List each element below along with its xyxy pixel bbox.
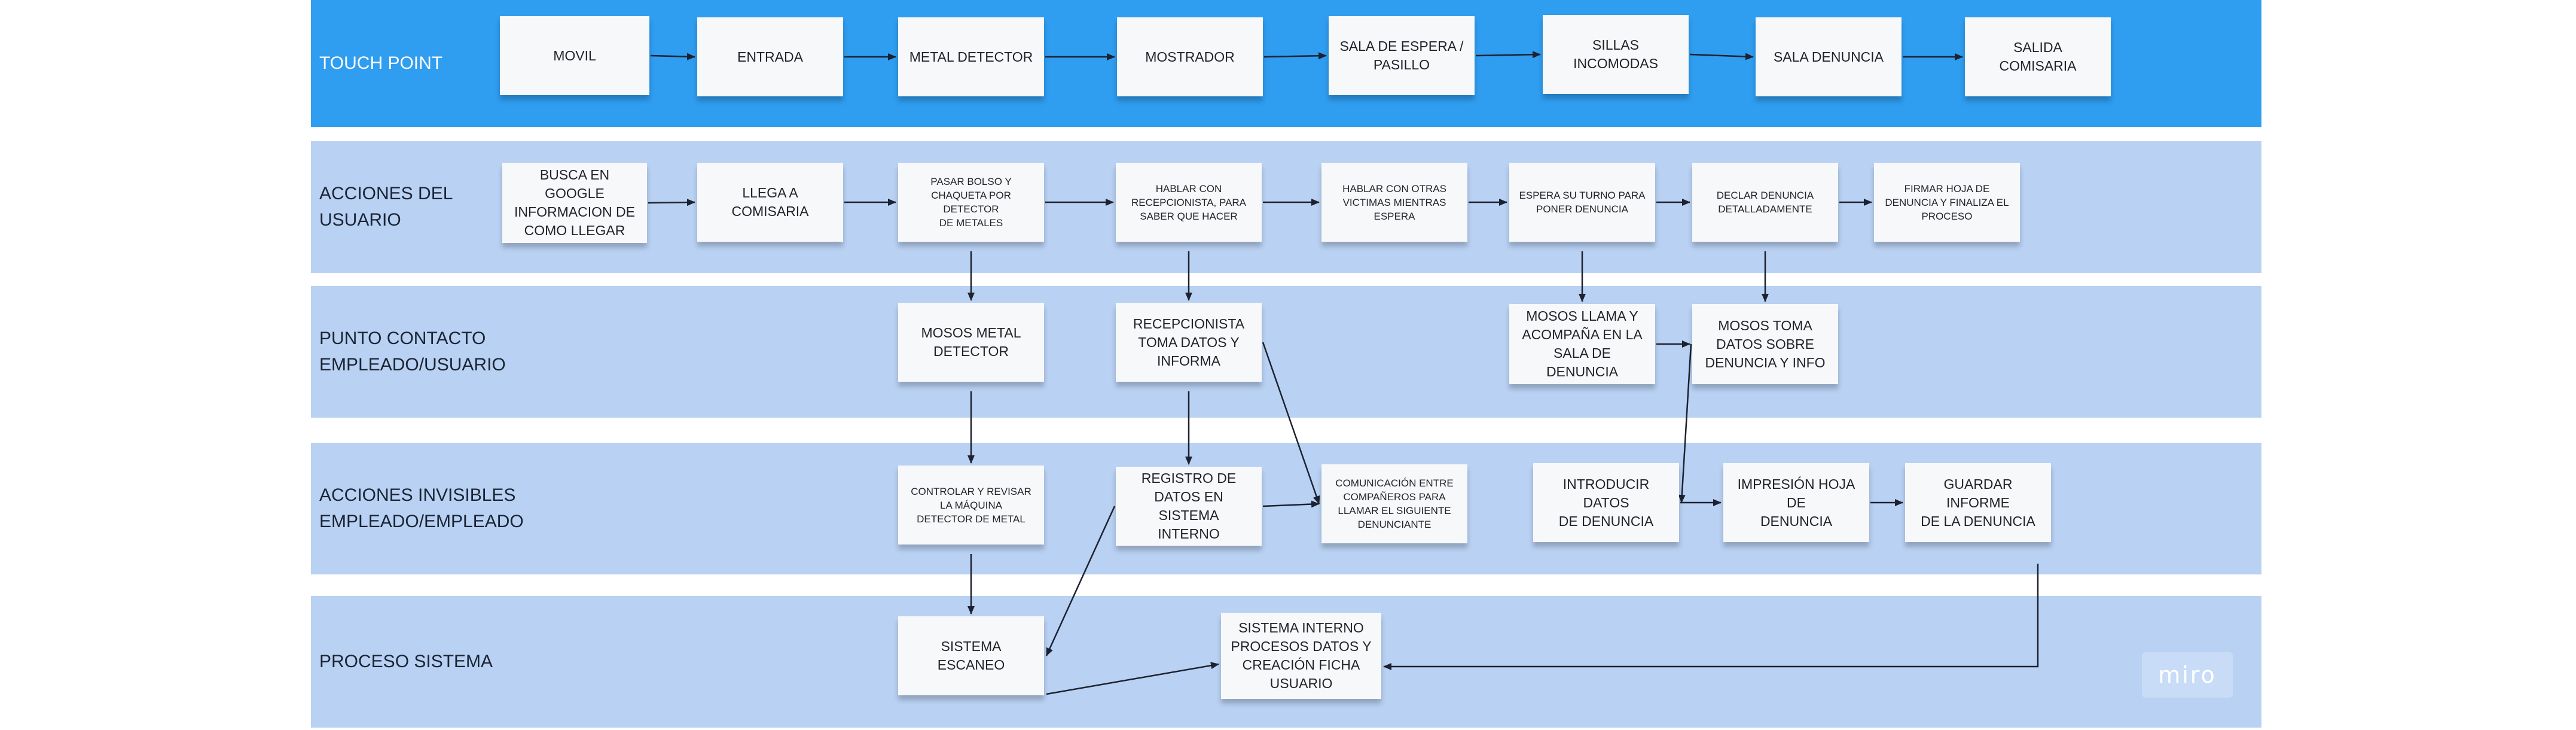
note-sistema-escaneo[interactable]: SISTEMA ESCANEO: [898, 616, 1044, 695]
note-mosos-metal-detector[interactable]: MOSOS METAL DETECTOR: [898, 303, 1044, 382]
note-busca-google[interactable]: BUSCA EN GOOGLE INFORMACION DE COMO LLEG…: [502, 163, 647, 243]
note-mosos-toma-datos[interactable]: MOSOS TOMA DATOS SOBRE DENUNCIA Y INFO: [1692, 304, 1838, 384]
note-hablar-recepcionista[interactable]: HABLAR CON RECEPCIONISTA, PARA SABER QUE…: [1116, 163, 1262, 242]
note-sala-denuncia[interactable]: SALA DENUNCIA: [1756, 17, 1902, 96]
lane-title: PROCESO SISTEMA: [319, 652, 493, 671]
note-sillas-incomodas[interactable]: SILLAS INCOMODAS: [1543, 15, 1689, 94]
note-declarar-denuncia[interactable]: DECLAR DENUNCIA DETALLADAMENTE: [1692, 163, 1838, 242]
note-salida-comisaria[interactable]: SALIDA COMISARIA: [1965, 17, 2111, 96]
lane-title: PUNTO CONTACTO EMPLEADO/USUARIO: [319, 328, 506, 375]
note-impresion-hoja[interactable]: IMPRESIÓN HOJA DE DENUNCIA: [1723, 463, 1869, 542]
lane-title: TOUCH POINT: [319, 53, 443, 73]
note-introducir-datos[interactable]: INTRODUCIR DATOS DE DENUNCIA: [1533, 463, 1679, 542]
note-guardar-informe[interactable]: GUARDAR INFORME DE LA DENUNCIA: [1905, 463, 2051, 542]
note-mosos-llama[interactable]: MOSOS LLAMA Y ACOMPAÑA EN LA SALA DE DEN…: [1509, 304, 1655, 384]
note-espera-turno[interactable]: ESPERA SU TURNO PARA PONER DENUNCIA: [1509, 163, 1655, 242]
note-comunicacion-companeros[interactable]: COMUNICACIÓN ENTRE COMPAÑEROS PARA LLAMA…: [1321, 464, 1467, 543]
note-sistema-interno[interactable]: SISTEMA INTERNO PROCESOS DATOS Y CREACIÓ…: [1221, 613, 1381, 699]
note-entrada[interactable]: ENTRADA: [697, 17, 843, 96]
lane-punto-contacto: PUNTO CONTACTO EMPLEADO/USUARIO: [311, 286, 2261, 418]
note-mostrador[interactable]: MOSTRADOR: [1117, 17, 1263, 96]
note-metal-detector[interactable]: METAL DETECTOR: [898, 17, 1044, 96]
note-llega-comisaria[interactable]: LLEGA A COMISARIA: [697, 163, 843, 242]
note-recepcionista-toma-datos[interactable]: RECEPCIONISTA TOMA DATOS Y INFORMA: [1116, 303, 1262, 382]
miro-watermark: miro: [2142, 652, 2233, 698]
lane-title: ACCIONES INVISIBLES EMPLEADO/EMPLEADO: [319, 485, 524, 531]
note-firmar-hoja[interactable]: FIRMAR HOJA DE DENUNCIA Y FINALIZA EL PR…: [1874, 163, 2020, 242]
note-sala-espera[interactable]: SALA DE ESPERA / PASILLO: [1329, 16, 1475, 95]
note-hablar-victimas[interactable]: HABLAR CON OTRAS VICTIMAS MIENTRAS ESPER…: [1321, 163, 1467, 242]
note-movil[interactable]: MOVIL: [500, 16, 649, 95]
note-pasar-bolso[interactable]: PASAR BOLSO Y CHAQUETA POR DETECTOR DE M…: [898, 163, 1044, 242]
note-controlar-maquina[interactable]: CONTROLAR Y REVISAR LA MÁQUINA DETECTOR …: [898, 466, 1044, 545]
note-registro-datos[interactable]: REGISTRO DE DATOS EN SISTEMA INTERNO: [1116, 467, 1262, 546]
lane-title: ACCIONES DEL USUARIO: [319, 184, 453, 230]
